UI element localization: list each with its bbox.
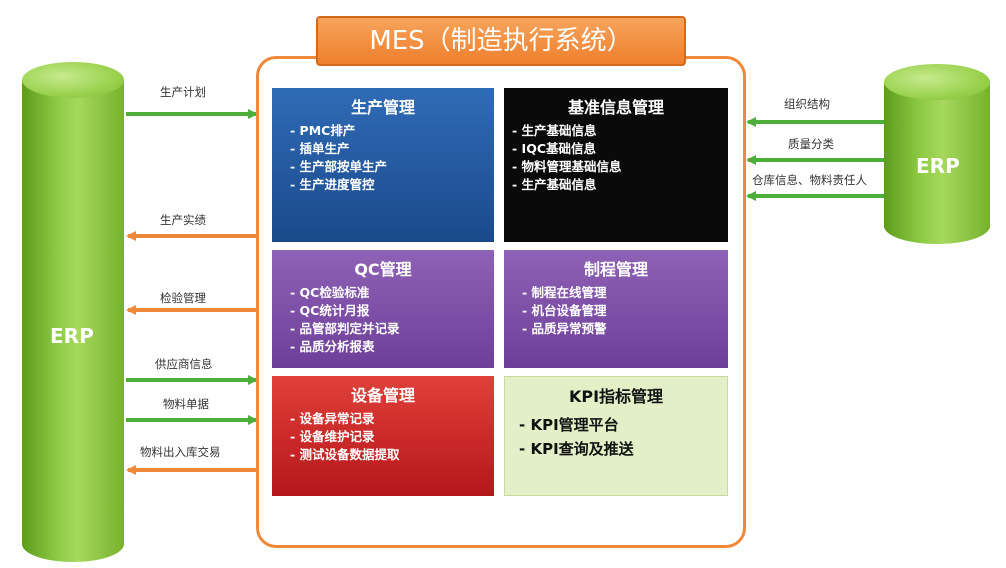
cylinder-top — [22, 62, 124, 98]
module-qc: QC管理 - QC检验标准 - QC统计月报 - 品管部判定并记录 - 品质分析… — [272, 250, 494, 368]
module-item: - 插单生产 — [290, 141, 350, 156]
module-item: - 设备异常记录 — [290, 411, 375, 426]
module-item: - KPI管理平台 — [519, 416, 619, 434]
module-title: 生产管理 — [350, 98, 415, 117]
module-item: - 品质异常预警 — [522, 321, 607, 336]
module-base-info: 基准信息管理 - 生产基础信息 - IQC基础信息 - 物料管理基础信息 - 生… — [504, 88, 728, 242]
cylinder-bottom — [884, 208, 990, 244]
cylinder-body — [22, 80, 124, 544]
module-process: 制程管理 - 制程在线管理 - 机台设备管理 - 品质异常预警 — [504, 250, 728, 368]
module-title: KPI指标管理 — [568, 387, 664, 406]
flow-label-left: 物料出入库交易 — [140, 445, 221, 459]
mes-title: MES（制造执行系统） — [316, 16, 686, 66]
erp-database-right: ERP — [884, 64, 990, 244]
cylinder-bottom — [22, 526, 124, 562]
module-item: - 物料管理基础信息 — [512, 159, 622, 174]
module-item: - 生产进度管控 — [290, 177, 375, 192]
module-title: 设备管理 — [350, 386, 415, 405]
module-item: - 生产基础信息 — [512, 123, 597, 138]
module-title: QC管理 — [354, 260, 412, 279]
module-item: - 品管部判定并记录 — [290, 321, 400, 336]
module-title: 制程管理 — [583, 260, 648, 279]
flow-label-left: 生产实绩 — [160, 213, 206, 227]
module-item: - QC统计月报 — [290, 303, 370, 318]
module-item: - 机台设备管理 — [522, 303, 607, 318]
module-item: - IQC基础信息 — [512, 141, 596, 156]
erp-left-label: ERP — [50, 324, 94, 348]
module-item: - QC检验标准 — [290, 285, 370, 300]
module-item: - KPI查询及推送 — [519, 440, 634, 458]
flow-label-left: 物料单据 — [163, 397, 209, 411]
module-title: 基准信息管理 — [567, 98, 664, 117]
flow-label-left: 生产计划 — [160, 85, 206, 99]
cylinder-body — [884, 82, 990, 228]
module-item: - 生产部按单生产 — [290, 159, 388, 174]
flow-label-left: 供应商信息 — [155, 357, 213, 371]
module-item: - 生产基础信息 — [512, 177, 597, 192]
module-item: - 测试设备数据提取 — [290, 447, 400, 462]
erp-right-label: ERP — [916, 154, 960, 178]
module-item: - 制程在线管理 — [522, 285, 607, 300]
flow-label-right: 质量分类 — [788, 137, 834, 151]
module-item: - 设备维护记录 — [290, 429, 375, 444]
flow-label-left: 检验管理 — [160, 291, 206, 305]
module-production: 生产管理 - PMC排产 - 插单生产 - 生产部按单生产 - 生产进度管控 — [272, 88, 494, 242]
module-item: - PMC排产 — [290, 123, 356, 138]
flow-label-right: 组织结构 — [784, 97, 830, 111]
module-kpi: KPI指标管理 - KPI管理平台 - KPI查询及推送 — [504, 376, 728, 496]
flow-label-right: 仓库信息、物料责任人 — [752, 173, 867, 187]
erp-database-left: ERP — [22, 62, 124, 562]
module-equipment: 设备管理 - 设备异常记录 - 设备维护记录 - 测试设备数据提取 — [272, 376, 494, 496]
cylinder-top — [884, 64, 990, 100]
module-item: - 品质分析报表 — [290, 339, 375, 354]
